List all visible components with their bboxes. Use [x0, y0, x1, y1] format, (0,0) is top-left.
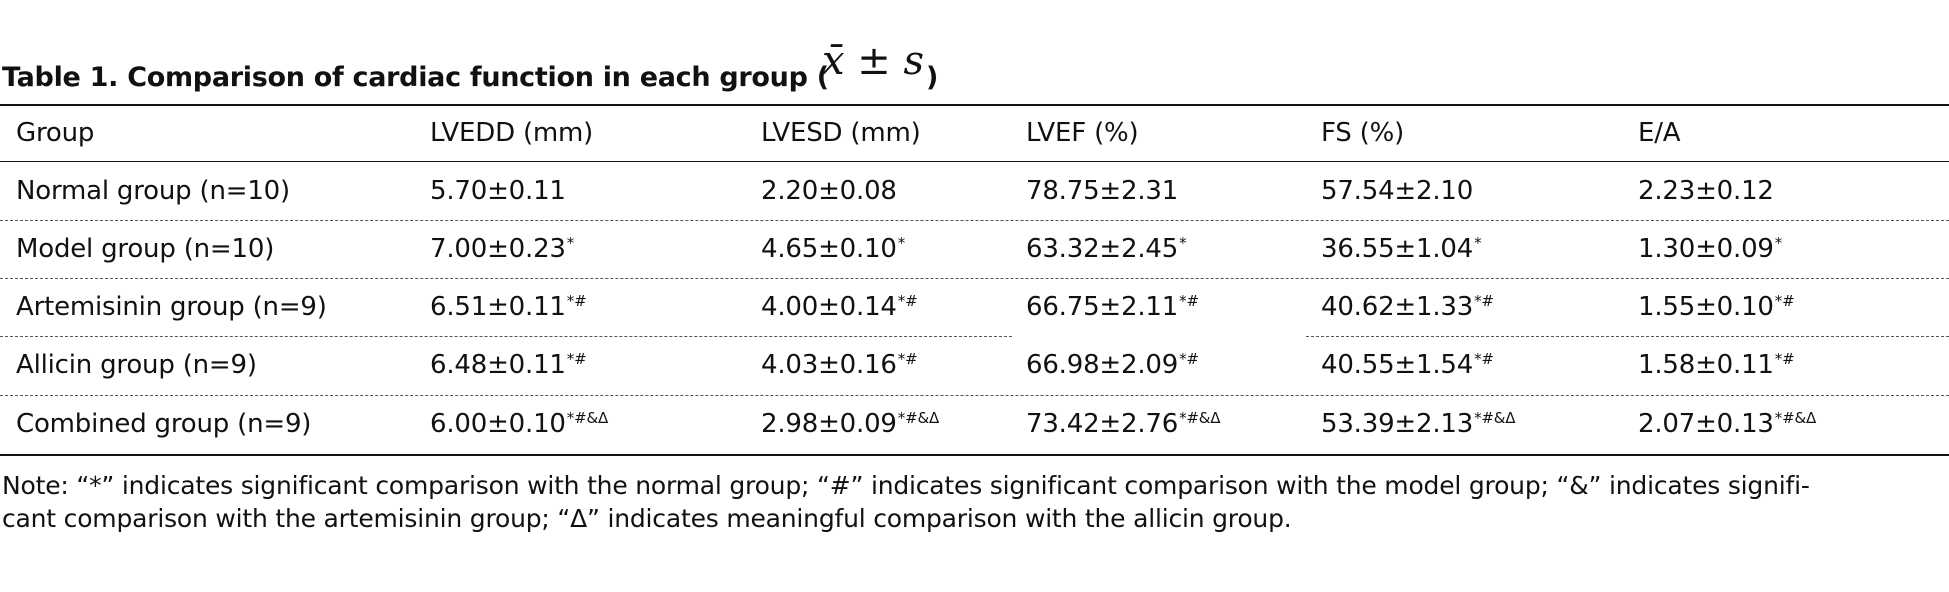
significance-mark: *# — [1474, 350, 1494, 368]
table-bottom-rule — [0, 454, 1949, 456]
cell-r1-group: Model group (n=10) — [16, 234, 275, 264]
significance-mark: *# — [566, 292, 587, 310]
significance-mark: *# — [1179, 350, 1199, 368]
significance-mark: *# — [566, 350, 587, 368]
cell-r3-ea: 1.58±0.11*# — [1638, 350, 1795, 380]
table-top-rule — [0, 104, 1949, 106]
header-fs: FS (%) — [1321, 118, 1405, 148]
significance-mark: *# — [1179, 292, 1199, 310]
table-note: Note: “*” indicates significant comparis… — [2, 469, 1947, 535]
row-divider — [0, 395, 1949, 396]
significance-mark: *#&Δ — [566, 409, 609, 427]
row-divider — [0, 220, 1949, 221]
row-divider — [0, 278, 1949, 279]
caption-text: Table 1. Comparison of cardiac function … — [2, 62, 829, 93]
significance-mark: * — [1774, 234, 1783, 252]
note-line-1: Note: “*” indicates significant comparis… — [2, 471, 1810, 500]
cell-r4-group: Combined group (n=9) — [16, 409, 312, 439]
significance-mark: *#&Δ — [1179, 409, 1221, 427]
cell-r3-lvedd: 6.48±0.11*# — [430, 350, 587, 380]
cell-r0-group: Normal group (n=10) — [16, 176, 290, 206]
header-ea: E/A — [1638, 118, 1681, 148]
cell-r1-lvedd: 7.00±0.23* — [430, 234, 575, 264]
cell-r0-lvesd: 2.20±0.08 — [761, 176, 897, 206]
header-lvef: LVEF (%) — [1026, 118, 1139, 148]
cell-r0-fs: 57.54±2.10 — [1321, 176, 1474, 206]
cell-r4-ea: 2.07±0.13*#&Δ — [1638, 409, 1817, 439]
cell-r2-lvedd: 6.51±0.11*# — [430, 292, 587, 322]
cell-r2-lvef: 66.75±2.11*# — [1026, 292, 1199, 322]
header-rule — [0, 161, 1949, 162]
cell-r2-lvesd: 4.00±0.14*# — [761, 292, 918, 322]
cell-r4-lvedd: 6.00±0.10*#&Δ — [430, 409, 609, 439]
header-lvedd: LVEDD (mm) — [430, 118, 594, 148]
cell-r1-lvef: 63.32±2.45* — [1026, 234, 1187, 264]
row-divider — [1306, 336, 1949, 337]
header-lvesd: LVESD (mm) — [761, 118, 921, 148]
significance-mark: *#&Δ — [897, 409, 940, 427]
caption-formula: x̄ ± s — [822, 38, 925, 84]
row-divider — [0, 336, 1012, 337]
cardiac-function-table: Group LVEDD (mm) LVESD (mm) LVEF (%) FS … — [0, 104, 1949, 456]
cell-r4-lvef: 73.42±2.76*#&Δ — [1026, 409, 1221, 439]
cell-r3-fs: 40.55±1.54*# — [1321, 350, 1494, 380]
significance-mark: * — [566, 234, 575, 252]
cell-r0-lvedd: 5.70±0.11 — [430, 176, 566, 206]
cell-r4-fs: 53.39±2.13*#&Δ — [1321, 409, 1516, 439]
cell-r2-fs: 40.62±1.33*# — [1321, 292, 1494, 322]
caption-close: ) — [926, 62, 939, 93]
significance-mark: *#&Δ — [1774, 409, 1817, 427]
cell-r1-lvesd: 4.65±0.10* — [761, 234, 906, 264]
significance-mark: * — [897, 234, 906, 252]
significance-mark: *# — [1774, 292, 1795, 310]
significance-mark: *# — [1474, 292, 1494, 310]
cell-r3-lvef: 66.98±2.09*# — [1026, 350, 1199, 380]
cell-r4-lvesd: 2.98±0.09*#&Δ — [761, 409, 940, 439]
cell-r0-ea: 2.23±0.12 — [1638, 176, 1774, 206]
cell-r1-fs: 36.55±1.04* — [1321, 234, 1482, 264]
significance-mark: * — [1474, 234, 1482, 252]
significance-mark: *# — [1774, 350, 1795, 368]
significance-mark: * — [1179, 234, 1187, 252]
significance-mark: *#&Δ — [1474, 409, 1516, 427]
cell-r3-group: Allicin group (n=9) — [16, 350, 257, 380]
cell-r1-ea: 1.30±0.09* — [1638, 234, 1783, 264]
significance-mark: *# — [897, 292, 918, 310]
header-group: Group — [16, 118, 95, 148]
note-line-2: cant comparison with the artemisinin gro… — [2, 504, 1292, 533]
table-caption: Table 1. Comparison of cardiac function … — [2, 38, 1947, 100]
cell-r2-group: Artemisinin group (n=9) — [16, 292, 327, 322]
cell-r3-lvesd: 4.03±0.16*# — [761, 350, 918, 380]
cell-r2-ea: 1.55±0.10*# — [1638, 292, 1795, 322]
significance-mark: *# — [897, 350, 918, 368]
cell-r0-lvef: 78.75±2.31 — [1026, 176, 1179, 206]
